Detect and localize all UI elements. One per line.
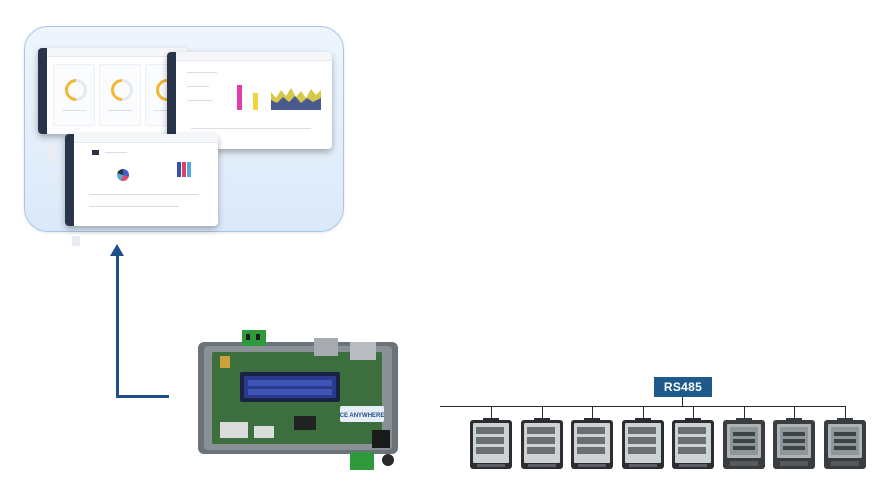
- arrow-line-vertical: [116, 254, 119, 398]
- sidebar: [38, 48, 47, 134]
- gateway-device: CE ANYWHERE: [198, 330, 398, 470]
- top-bar: [74, 134, 218, 143]
- bus-drop-line: [542, 406, 543, 420]
- gauge-card: [99, 64, 141, 126]
- meter-digital-icon: [521, 418, 563, 469]
- sidebar: [65, 134, 74, 226]
- bus-drop-line: [744, 406, 745, 420]
- bus-drop-line: [592, 406, 593, 420]
- area-chart: [271, 88, 321, 110]
- chart-bar: [237, 85, 242, 110]
- dashboard-screenshot-gauges: [38, 48, 188, 134]
- bus-drop-line: [845, 406, 846, 420]
- meter-digital-icon: [571, 418, 613, 469]
- dashboard-cloud-panel: [24, 26, 344, 232]
- bus-drop-line: [491, 406, 492, 420]
- meter-graphic-icon: [773, 418, 815, 469]
- meter-digital-icon: [622, 418, 664, 469]
- meter-graphic-icon: [824, 418, 866, 469]
- top-bar: [47, 48, 188, 57]
- chart-bar: [177, 162, 181, 177]
- sidebar: [167, 52, 176, 149]
- meter-digital-icon: [470, 418, 512, 469]
- dashboard-screenshot-pie: [65, 134, 218, 226]
- gauge-icon: [60, 74, 92, 106]
- pie-chart: [117, 169, 129, 181]
- meter-graphic-icon: [723, 418, 765, 469]
- bus-connector-vertical: [682, 397, 683, 407]
- rs485-label: RS485: [654, 377, 712, 397]
- gauge-icon: [106, 74, 138, 106]
- chart-bar: [182, 162, 186, 177]
- gauge-card: [53, 64, 95, 126]
- device-brand-label: CE ANYWHERE: [340, 413, 385, 419]
- bus-drop-line: [693, 406, 694, 420]
- chart-bar: [187, 162, 191, 177]
- meter-digital-icon: [672, 418, 714, 469]
- bus-drop-line: [643, 406, 644, 420]
- chart-bar: [253, 93, 258, 110]
- dashboard-screenshot-charts: [167, 52, 332, 149]
- arrow-line-horizontal: [116, 395, 169, 398]
- bus-drop-line: [794, 406, 795, 420]
- arrow-up-icon: [110, 244, 124, 256]
- top-bar: [176, 52, 332, 61]
